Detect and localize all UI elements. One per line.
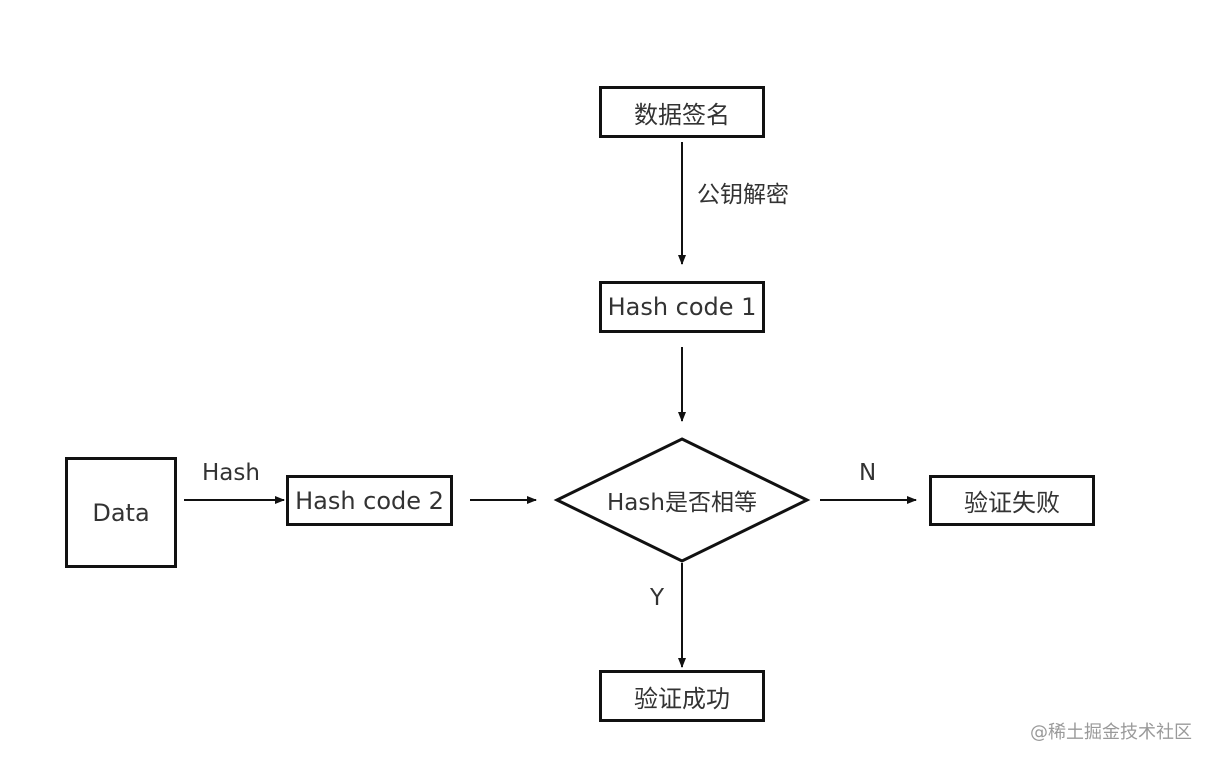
success-node-label: 验证成功 xyxy=(634,684,730,713)
decrypt-edge-label: 公钥解密 xyxy=(697,182,789,208)
decision-label: Hash是否相等 xyxy=(607,490,757,516)
decision-diamond xyxy=(553,437,811,563)
fail-node: 验证失败 xyxy=(929,475,1095,526)
hash-edge-label: Hash xyxy=(202,460,260,486)
hash-code-2-node: Hash code 2 xyxy=(286,475,453,526)
hash-code-2-label: Hash code 2 xyxy=(295,486,444,515)
yes-edge-label: Y xyxy=(650,585,665,611)
signature-node-label: 数据签名 xyxy=(634,100,730,129)
watermark: @稀土掘金技术社区 xyxy=(1030,722,1192,743)
hash-code-1-label: Hash code 1 xyxy=(607,293,757,321)
fail-node-label: 验证失败 xyxy=(964,489,1060,517)
signature-node: 数据签名 xyxy=(599,86,765,138)
data-node-label: Data xyxy=(92,498,150,527)
hash-code-1-node: Hash code 1 xyxy=(599,281,765,333)
success-node: 验证成功 xyxy=(599,670,765,722)
no-edge-label: N xyxy=(859,460,877,486)
data-node: Data xyxy=(65,457,177,568)
